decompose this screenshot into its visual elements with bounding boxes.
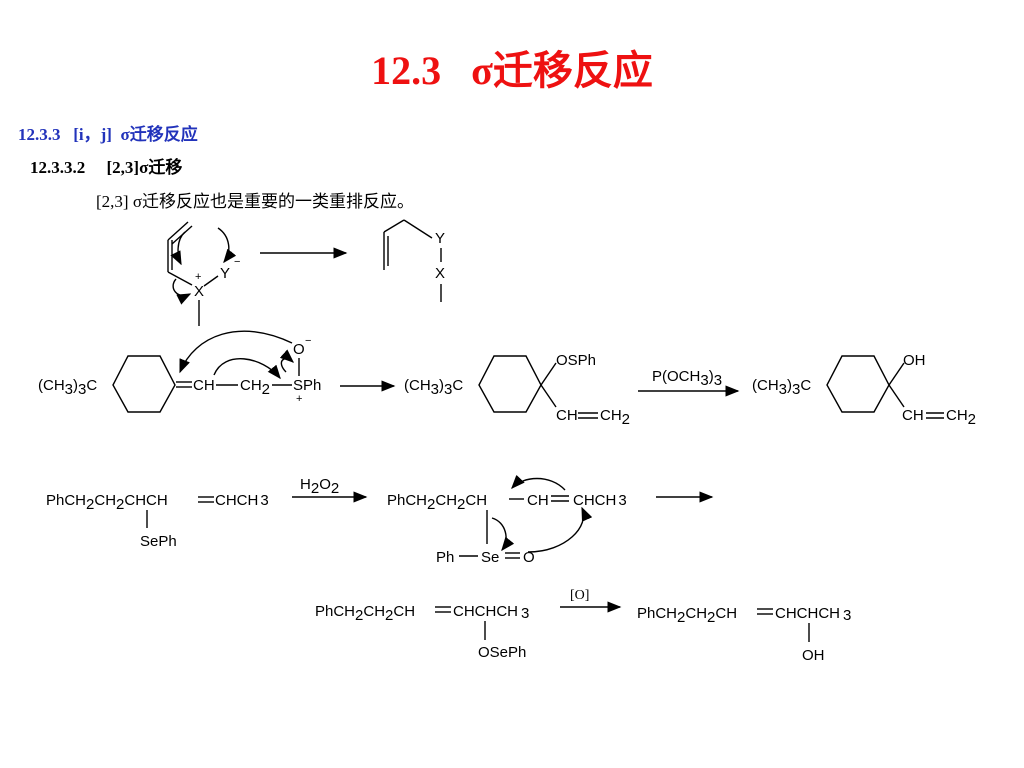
svg-text:+: + <box>296 393 302 405</box>
svg-text:PhCH2CH2CHCH: PhCH2CH2CHCH <box>46 492 168 513</box>
svg-text:PhCH2CH2CH: PhCH2CH2CH <box>315 603 415 624</box>
curved-arrow <box>217 227 237 264</box>
svg-text:−: − <box>305 335 311 347</box>
svg-text:PhCH2CH2CH: PhCH2CH2CH <box>387 492 487 513</box>
curved-arrow <box>170 231 186 266</box>
curved-arrow <box>179 330 293 374</box>
svg-text:CH: CH <box>556 407 578 424</box>
svg-text:(CH3)3C: (CH3)3C <box>404 377 463 398</box>
prod-x: X <box>435 265 445 282</box>
curved-arrow <box>511 474 566 491</box>
curved-arrow <box>491 517 515 552</box>
charge-minus: − <box>234 256 240 268</box>
svg-text:SPh: SPh <box>293 377 321 394</box>
section-heading: 12.3.3 [i，j] σ迁移反应 <box>18 125 198 144</box>
svg-text:(CH3)3C: (CH3)3C <box>752 377 811 398</box>
curved-arrow <box>172 278 192 305</box>
svg-text:CH2: CH2 <box>946 407 976 428</box>
svg-text:CH: CH <box>527 492 549 509</box>
scheme-sulfoxide: (CH3)3C CH CH2 SPh + O − (CH3)3C OSPh CH… <box>38 330 976 428</box>
svg-text:O: O <box>523 549 535 566</box>
svg-text:CH: CH <box>902 407 924 424</box>
svg-text:O: O <box>293 341 305 358</box>
svg-text:OH: OH <box>802 647 825 664</box>
svg-text:CH: CH <box>193 377 215 394</box>
svg-text:(CH3)3C: (CH3)3C <box>38 377 97 398</box>
svg-text:[O]: [O] <box>570 588 589 603</box>
page-title: 12.3 σ迁移反应 <box>371 48 653 93</box>
curved-arrow <box>213 358 281 380</box>
svg-text:H2O2: H2O2 <box>300 476 339 497</box>
svg-text:PhCH2CH2CH: PhCH2CH2CH <box>637 605 737 626</box>
curved-arrow <box>527 506 593 553</box>
subsection-heading: 12.3.3.2 [2,3]σ迁移 <box>30 158 183 177</box>
svg-text:P(OCH3)3: P(OCH3)3 <box>652 368 722 389</box>
svg-text:OH: OH <box>903 352 926 369</box>
atom-y: Y <box>220 265 230 282</box>
intro-text: [2,3] σ迁移反应也是重要的一类重排反应。 <box>96 192 414 211</box>
svg-text:OSePh: OSePh <box>478 644 526 661</box>
svg-text:Se: Se <box>481 549 499 566</box>
svg-text:CH2: CH2 <box>600 407 630 428</box>
charge-plus: + <box>195 271 201 283</box>
svg-text:OSPh: OSPh <box>556 352 596 369</box>
curved-arrow <box>279 349 295 373</box>
svg-text:Ph: Ph <box>436 549 454 566</box>
svg-text:SePh: SePh <box>140 533 177 550</box>
svg-text:CH2: CH2 <box>240 377 270 398</box>
atom-x: X <box>194 283 204 300</box>
prod-y: Y <box>435 230 445 247</box>
scheme-generic: X + Y − Y X <box>167 219 445 326</box>
